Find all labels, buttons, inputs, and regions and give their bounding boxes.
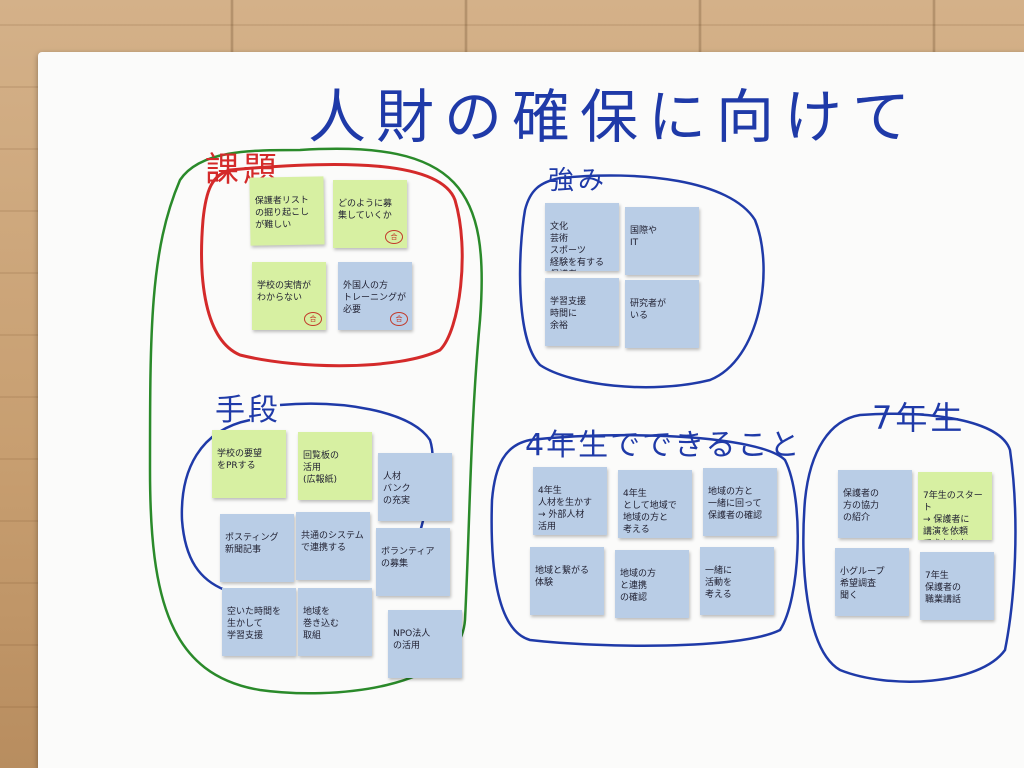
note-text: 地域の方 と連携 の確認 [620, 569, 656, 603]
sticky-note: 地域を 巻き込む 取組 [298, 588, 372, 656]
note-text: 学校の実情が わからない [257, 281, 311, 303]
sticky-note: 保護者の 方の協力 の紹介 [838, 470, 912, 538]
sticky-note: 空いた時間を 生かして 学習支援 [222, 588, 296, 656]
sticky-note: どのように募 集していくか 合 [333, 180, 407, 248]
sticky-note: 文化 芸術 スポーツ 経験を有する 保護者 [545, 203, 619, 271]
note-text: どのように募 集していくか [338, 199, 392, 221]
note-text: 人材 バンク の充実 [383, 472, 410, 506]
sticky-note: 小グループ 希望調査 聞く [835, 548, 909, 616]
note-text: 保護者の 方の協力 の紹介 [843, 489, 879, 523]
sticky-note: ポスティング 新聞記事 [220, 514, 294, 582]
note-text: 共通のシステム で連携する [301, 531, 364, 553]
sticky-note: 研究者が いる [625, 280, 699, 348]
note-text: 学校の要望 をPRする [217, 449, 262, 471]
note-text: 小グループ 希望調査 聞く [840, 567, 884, 601]
sticky-note: ボランティア の募集 [376, 528, 450, 596]
sticky-note: 7年生 保護者の 職業講話 [920, 552, 994, 620]
sticky-note: 学校の実情が わからない 合 [252, 262, 326, 330]
note-text: 保護者リスト の掘り起こし が難しい [255, 196, 309, 231]
sticky-note: 学習支援 時間に 余裕 [545, 278, 619, 346]
note-text: 回覧板の 活用 (広報紙) [303, 451, 339, 485]
sticky-note: 7年生のスタート → 保護者に 講演を依頼 できないか [918, 472, 992, 540]
note-text: 4年生 人材を生かす → 外部人材 活用 [538, 486, 592, 532]
sticky-note: 4年生 人材を生かす → 外部人材 活用 [533, 467, 607, 535]
note-text: 外国人の方 トレーニングが 必要 [343, 281, 406, 315]
sticky-note: 一緒に 活動を 考える [700, 547, 774, 615]
note-text: 地域の方と 一緒に回って 保護者の確認 [708, 487, 762, 521]
note-text: 国際や IT [630, 226, 657, 248]
sticky-note: 国際や IT [625, 207, 699, 275]
sticky-note: 学校の要望 をPRする [212, 430, 286, 498]
stamp-mark: 合 [385, 230, 403, 244]
note-text: 地域と繋がる 体験 [535, 566, 589, 588]
red-outline [202, 164, 463, 365]
stamp-mark: 合 [304, 312, 322, 326]
stamp-mark: 合 [390, 312, 408, 326]
note-text: 4年生 として地域で 地域の方と 考える [623, 489, 677, 535]
sticky-note: NPO法人 の活用 [388, 610, 462, 678]
note-text: 7年生 保護者の 職業講話 [925, 571, 961, 605]
sticky-note: 人材 バンク の充実 [378, 453, 452, 521]
note-text: NPO法人 の活用 [393, 629, 430, 651]
sticky-note: 共通のシステム で連携する [296, 512, 370, 580]
page-title: 人財の確保に向けて [308, 70, 908, 154]
sticky-note: 地域の方 と連携 の確認 [615, 550, 689, 618]
sticky-note: 外国人の方 トレーニングが 必要 合 [338, 262, 412, 330]
sticky-note: 回覧板の 活用 (広報紙) [298, 432, 372, 500]
note-text: 学習支援 時間に 余裕 [550, 297, 586, 331]
heading-strengths: 強み [548, 160, 608, 197]
note-text: ポスティング 新聞記事 [225, 533, 278, 555]
sticky-note: 地域と繋がる 体験 [530, 547, 604, 615]
sticky-note: 保護者リスト の掘り起こし が難しい [249, 176, 324, 245]
note-text: 地域を 巻き込む 取組 [303, 607, 339, 641]
sticky-note: 地域の方と 一緒に回って 保護者の確認 [703, 468, 777, 536]
note-text: ボランティア の募集 [381, 547, 434, 569]
note-text: 研究者が いる [630, 299, 666, 321]
note-text: 文化 芸術 スポーツ 経験を有する 保護者 [550, 222, 604, 271]
note-text: 空いた時間を 生かして 学習支援 [227, 607, 281, 641]
heading-grade7: 7年生 [872, 393, 965, 439]
heading-grade4: 4年生でできること [525, 420, 802, 464]
sticky-note: 4年生 として地域で 地域の方と 考える [618, 470, 692, 538]
heading-means: 手段 [215, 385, 281, 429]
note-text: 7年生のスタート → 保護者に 講演を依頼 できないか [923, 491, 983, 540]
note-text: 一緒に 活動を 考える [705, 566, 732, 600]
